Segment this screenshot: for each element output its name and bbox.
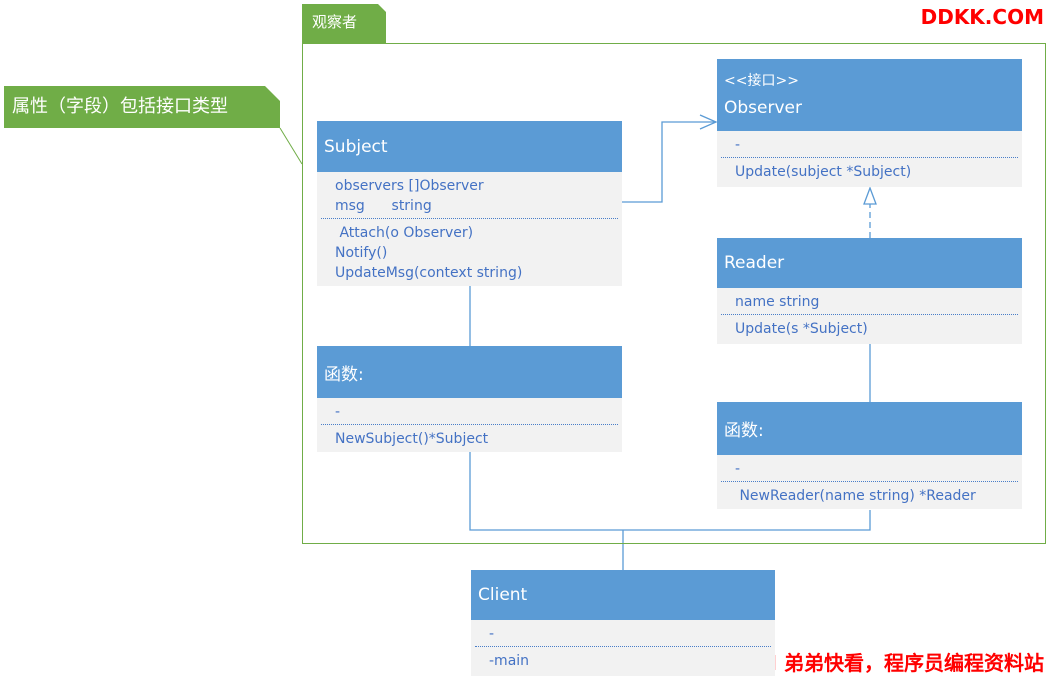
funcs-join-line [469,452,871,531]
reader-functions-attributes: - [717,455,1022,481]
subject-functions-box[interactable]: 函数: - NewSubject()*Subject [317,346,622,452]
observer-interface-header: <<接口>> Observer [717,59,1022,131]
client-class-body: - -main [471,620,775,676]
package-tab-notch [378,4,386,12]
note-fold [265,86,280,101]
note-callout: 属性（字段）包括接口类型 [4,86,280,128]
client-class-header: Client [471,570,775,620]
reader-class-name: Reader [724,253,785,273]
reader-attributes: name string [717,288,1022,314]
subject-functions-attributes: - [317,398,622,424]
client-operations: -main [471,647,775,673]
observer-interface-name: Observer [724,98,802,118]
reader-functions-op: NewReader(name string) *Reader [735,488,976,504]
section-divider [321,218,618,219]
subject-op: UpdateMsg(context string) [335,265,523,281]
reader-functions-box[interactable]: 函数: - NewReader(name string) *Reader [717,402,1022,509]
subject-op: Notify() [335,245,388,261]
observer-attr: - [735,137,741,153]
reader-functions-header: 函数: [717,402,1022,455]
package-title: 观察者 [302,4,386,44]
client-op: -main [489,653,530,669]
subject-attributes: observers []Observer msg string [317,172,622,218]
subject-class-body: observers []Observer msg string Attach(o… [317,172,622,286]
subject-functions-body: - NewSubject()*Subject [317,398,622,452]
reader-class-body: name string Update(s *Subject) [717,288,1022,344]
realization-arrowhead [863,186,877,205]
association-arrowhead [699,114,718,130]
observer-package-frame [302,43,1046,544]
reader-attr: name string [735,294,820,310]
observer-op: Update(subject *Subject) [735,164,912,180]
subject-class-name: Subject [324,136,388,157]
subject-functions-title: 函数: [324,364,364,385]
subject-operations: Attach(o Observer) Notify() UpdateMsg(co… [317,219,622,285]
subject-class[interactable]: Subject observers []Observer msg string … [317,121,622,286]
observer-stereotype: <<接口>> [724,73,799,89]
observer-interface-body: - Update(subject *Subject) [717,131,1022,187]
reader-functions-operations: NewReader(name string) *Reader [717,482,1022,508]
client-attr: - [489,626,495,642]
observer-interface[interactable]: <<接口>> Observer - Update(subject *Subjec… [717,59,1022,187]
subject-op: Attach(o Observer) [335,225,474,241]
observer-attributes: - [717,131,1022,157]
reader-functions-title: 函数: [724,421,764,441]
client-attributes: - [471,620,775,646]
section-divider [721,157,1018,158]
note-pointer-line [279,127,303,165]
subject-functions-attr: - [335,404,341,420]
client-class[interactable]: Client - -main [471,570,775,676]
client-class-name: Client [478,585,528,605]
reader-functions-attr: - [735,461,741,477]
subject-functions-header: 函数: [317,346,622,398]
subject-attr: msg string [335,198,432,214]
section-divider [475,646,771,647]
observer-operations: Update(subject *Subject) [717,158,1022,184]
section-divider [321,424,618,425]
reader-op: Update(s *Subject) [735,321,868,337]
subject-functions-op: NewSubject()*Subject [335,431,489,447]
reader-class[interactable]: Reader name string Update(s *Subject) [717,238,1022,344]
section-divider [721,481,1018,482]
reader-operations: Update(s *Subject) [717,315,1022,341]
reader-functions-body: - NewReader(name string) *Reader [717,455,1022,509]
subject-attr: observers []Observer [335,178,484,194]
reader-class-header: Reader [717,238,1022,288]
subject-class-header: Subject [317,121,622,172]
watermark-top: DDKK.COM [920,5,1044,29]
section-divider [721,314,1018,315]
subject-functions-operations: NewSubject()*Subject [317,425,622,451]
subject-observer-association [622,121,716,203]
